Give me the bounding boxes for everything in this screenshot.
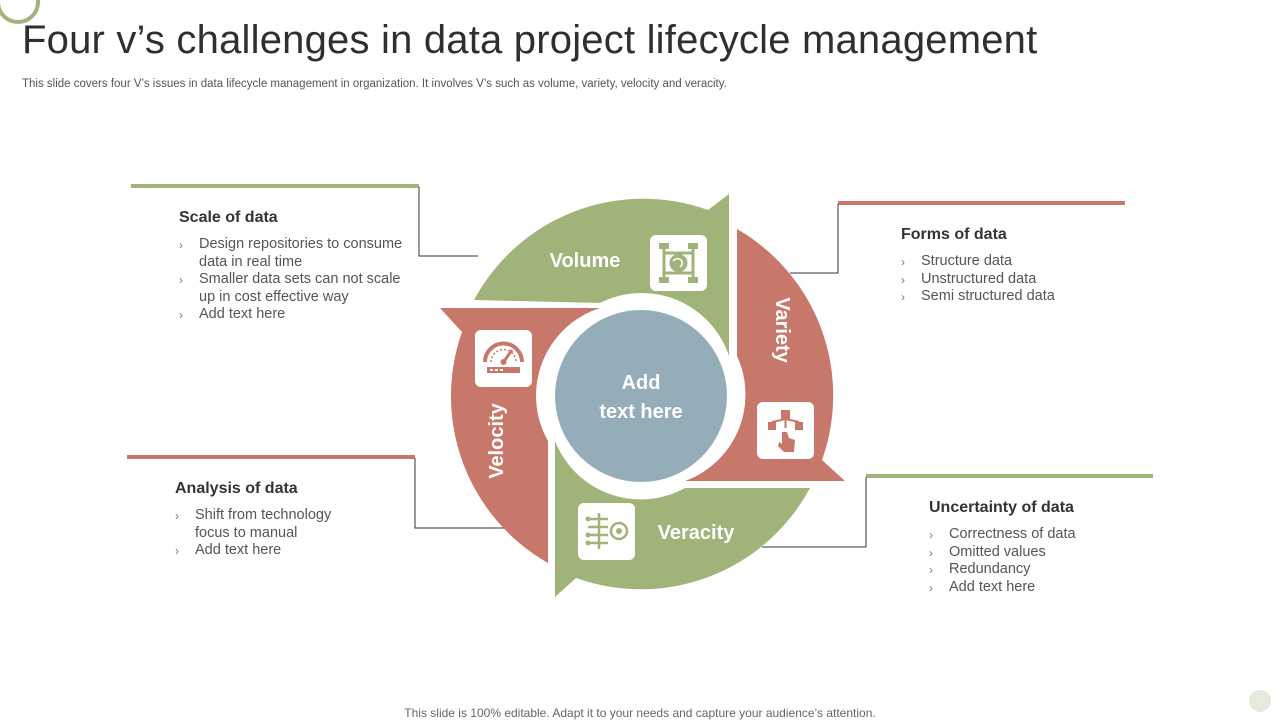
analysis-header-bar <box>127 455 415 459</box>
forms-connector <box>790 204 839 274</box>
uncertainty-connector <box>762 477 867 548</box>
list-item: ›Smaller data sets can not scale up in c… <box>179 271 401 305</box>
uncertainty-heading: Uncertainty of data <box>929 499 1074 516</box>
speedometer-icon <box>475 330 532 387</box>
chevron-right-icon: › <box>175 509 179 523</box>
page-title: Four v’s challenges in data project life… <box>22 18 1038 62</box>
chevron-right-icon: › <box>929 580 933 595</box>
chevron-right-icon: › <box>901 272 905 287</box>
list-item: ›Semi structured data <box>901 288 1131 306</box>
chevron-right-icon: › <box>929 563 933 578</box>
scale-connector <box>418 187 478 257</box>
hand-touch-network-icon <box>757 402 814 459</box>
uncertainty-of-data-box: Uncertainty of data ›Correctness of data… <box>929 499 1159 596</box>
list-item: ›Design repositories to consume data in … <box>179 236 403 270</box>
volume-label: Volume <box>550 250 621 272</box>
chevron-right-icon: › <box>929 528 933 542</box>
chevron-right-icon: › <box>901 290 905 305</box>
center-circle <box>555 310 727 482</box>
chevron-right-icon: › <box>179 273 183 288</box>
chevron-right-icon: › <box>179 238 183 252</box>
chevron-right-icon: › <box>901 255 905 269</box>
velocity-label: Velocity <box>486 402 508 478</box>
list-item: ›Unstructured data <box>901 271 1131 289</box>
globe-network-icon <box>650 235 707 291</box>
volume-segment <box>474 194 729 356</box>
list-item: ›Add text here <box>179 306 409 324</box>
analysis-connector <box>414 458 505 529</box>
list-item: ›Add text here <box>929 579 1159 597</box>
center-text-line2: text here <box>599 401 682 423</box>
scale-of-data-box: Scale of data ›Design repositories to co… <box>179 209 409 324</box>
forms-of-data-box: Forms of data ›Structure data ›Unstructu… <box>901 226 1131 306</box>
chevron-right-icon: › <box>929 545 933 560</box>
circuit-chip-icon <box>578 503 635 560</box>
list-item: ›Add text here <box>175 542 360 560</box>
scale-heading: Scale of data <box>179 209 278 226</box>
list-item: ›Omitted values <box>929 544 1159 562</box>
corner-decoration <box>0 0 40 24</box>
chevron-right-icon: › <box>175 544 179 559</box>
scale-header-bar <box>131 184 419 188</box>
list-item: ›Redundancy <box>929 561 1159 579</box>
variety-label: Variety <box>771 297 793 363</box>
corner-dot-decoration <box>1249 690 1271 712</box>
analysis-heading: Analysis of data <box>175 480 298 497</box>
uncertainty-header-bar <box>866 474 1153 478</box>
analysis-of-data-box: Analysis of data ›Shift from technology … <box>175 480 360 560</box>
list-item: ›Correctness of data <box>929 526 1159 544</box>
forms-heading: Forms of data <box>901 226 1007 243</box>
list-item: ›Shift from technology focus to manual <box>175 507 332 541</box>
veracity-label: Veracity <box>658 522 736 544</box>
center-text-line1: Add <box>622 372 661 394</box>
list-item: ›Structure data <box>901 253 1131 271</box>
forms-header-bar <box>838 201 1125 205</box>
page-subtitle: This slide covers four V’s issues in dat… <box>22 78 727 90</box>
chevron-right-icon: › <box>179 308 183 323</box>
page-footer: This slide is 100% editable. Adapt it to… <box>404 706 876 720</box>
